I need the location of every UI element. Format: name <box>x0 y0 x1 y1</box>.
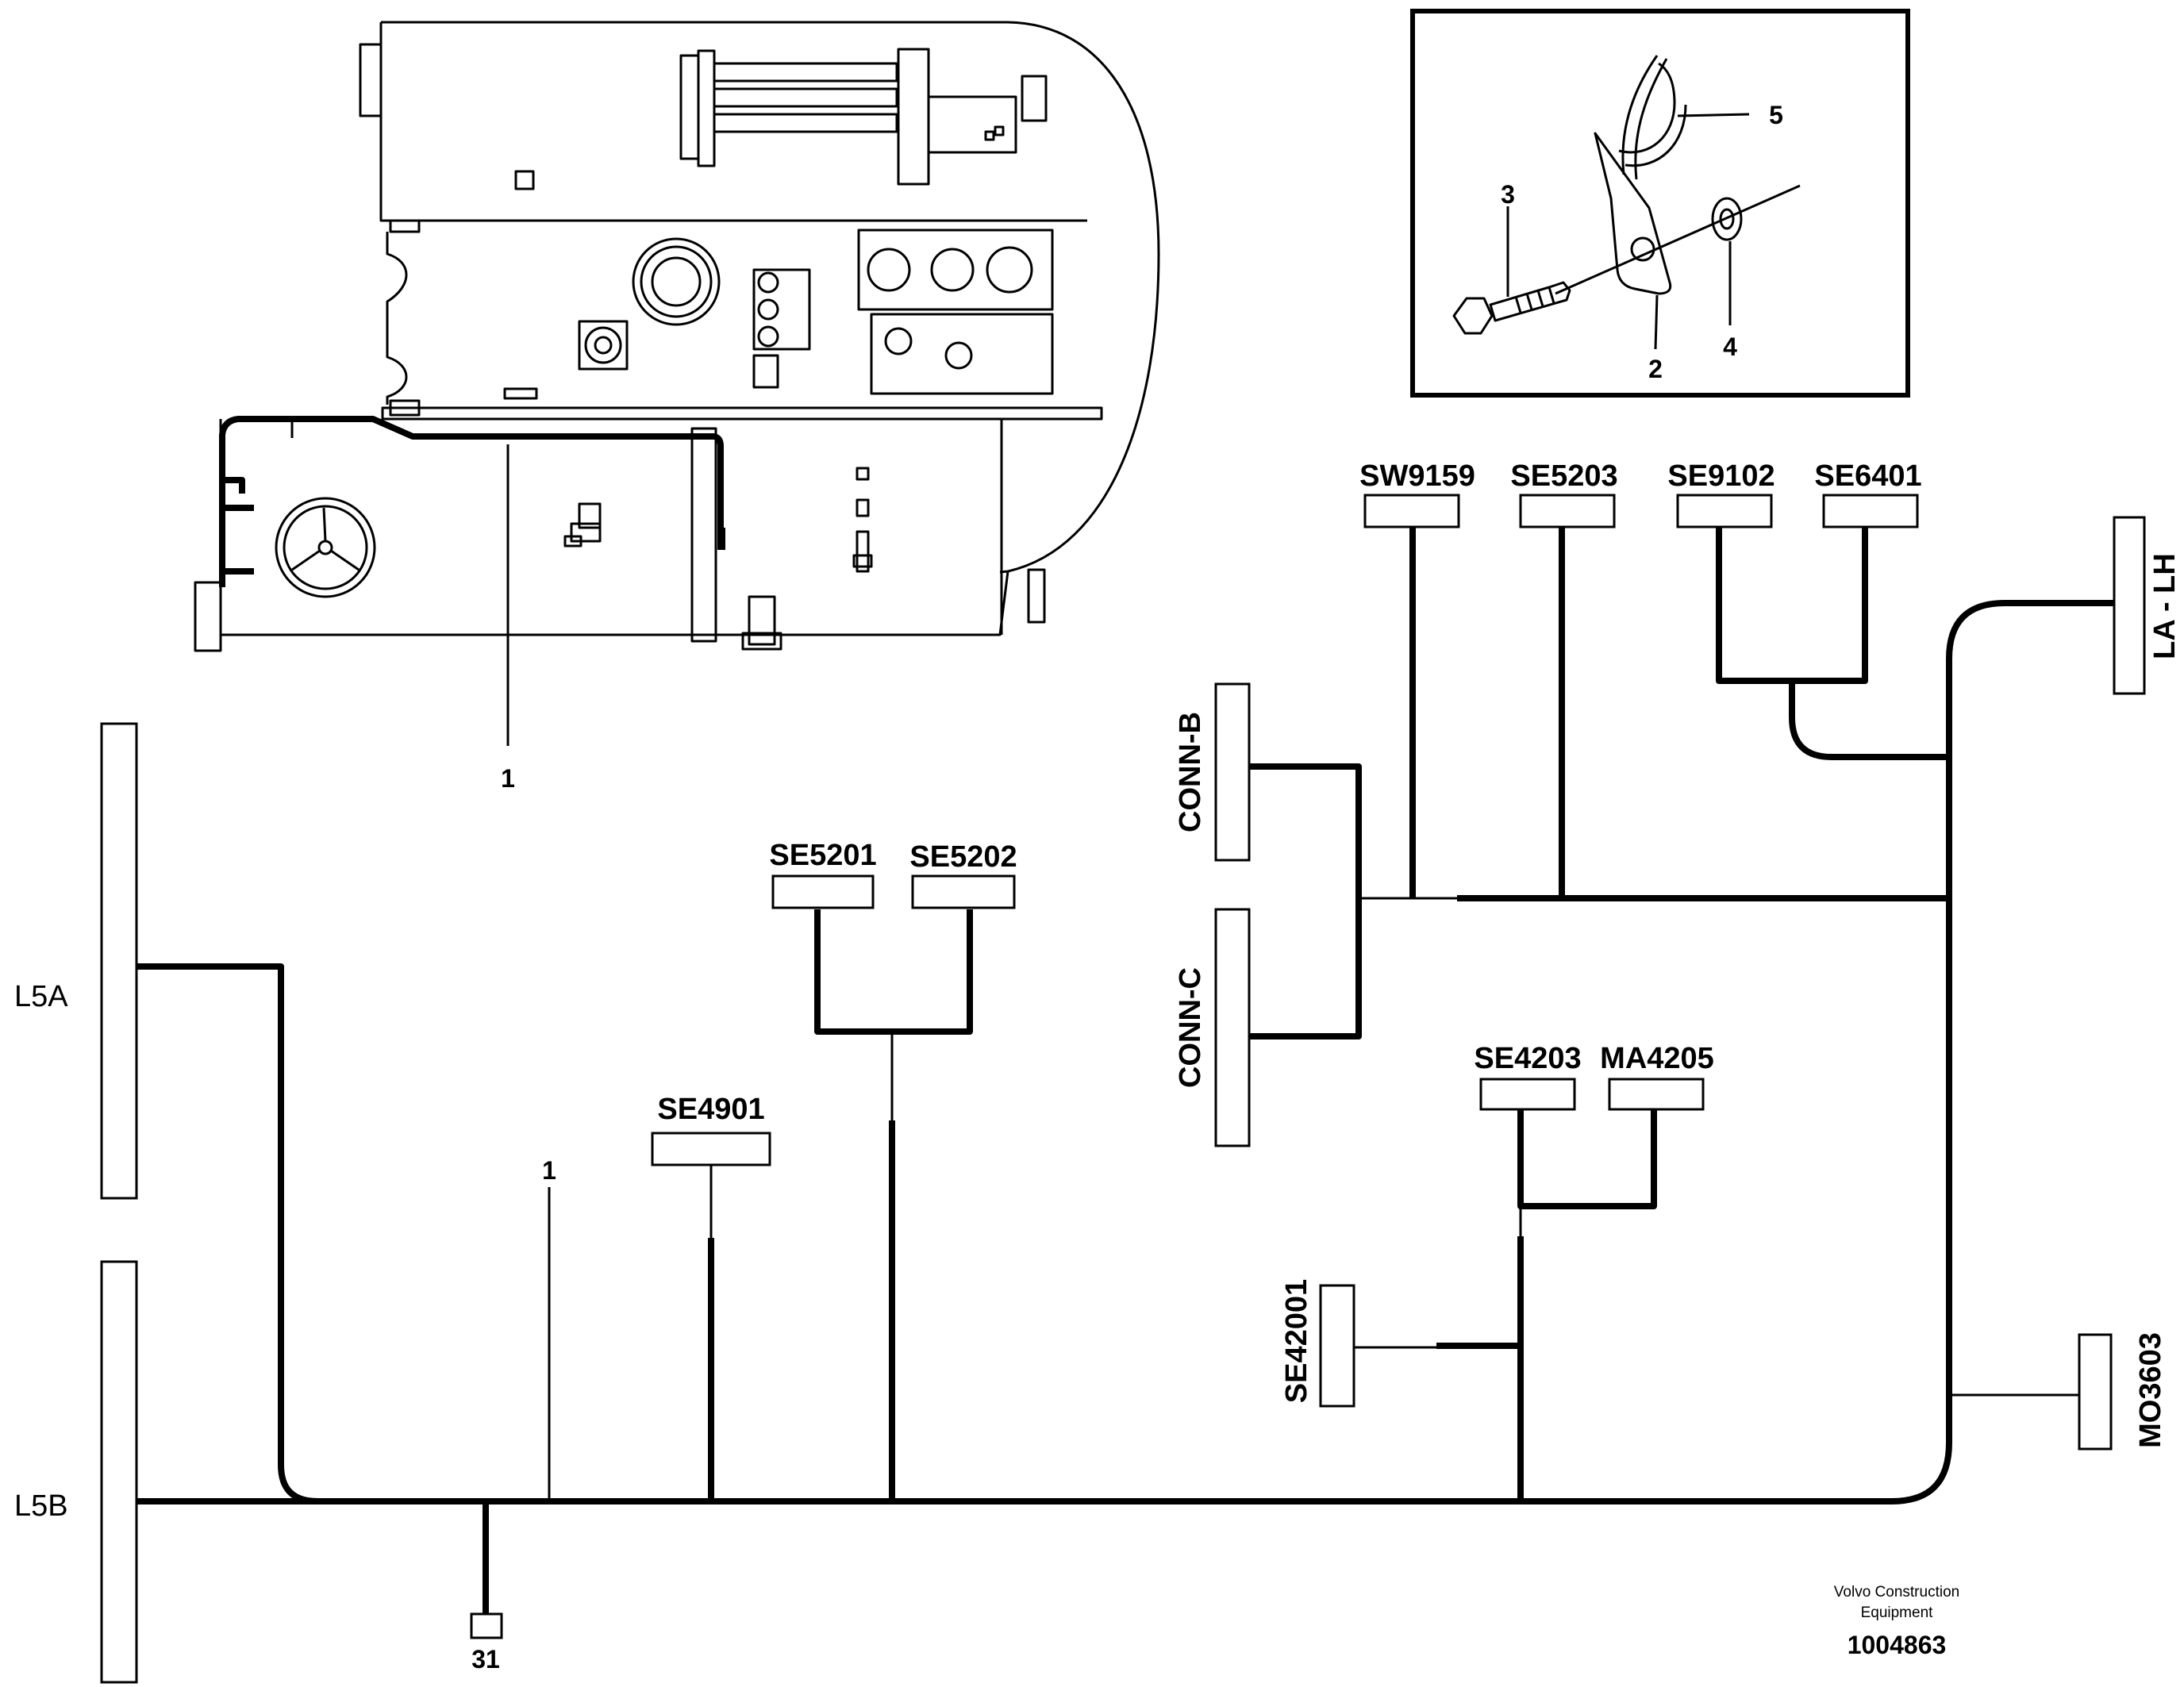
callout-3: 3 <box>1501 180 1515 209</box>
upper-mount-tab <box>389 219 421 233</box>
leader-5 <box>1677 113 1750 117</box>
machine-overview: 1 <box>194 21 1160 793</box>
label-l5a: L5A <box>14 980 68 1013</box>
label-conn-b: CONN-B <box>1174 712 1207 832</box>
footer-drawing-number: 1004863 <box>1848 1631 1947 1659</box>
cab-fitting <box>578 320 629 371</box>
connector-l5a <box>100 722 138 1200</box>
label-se9102: SE9102 <box>1667 459 1774 493</box>
callout-2: 2 <box>1648 355 1663 383</box>
connector-mo3603 <box>2078 1333 2113 1451</box>
cab-gauge-panel-lower <box>870 313 1054 395</box>
label-mo3603: MO3603 <box>2134 1332 2167 1448</box>
harness-branch-se4203-ma4205 <box>1517 1109 1657 1209</box>
footer-company-line1: Volvo Construction <box>1834 1584 1959 1601</box>
harness-branch-l5a <box>136 963 318 1504</box>
cab-small-clip <box>503 387 538 400</box>
callout-1-top: 1 <box>501 764 515 793</box>
upper-side-plate <box>359 43 383 117</box>
label-se4203: SE4203 <box>1474 1042 1581 1075</box>
label-conn-c: CONN-C <box>1174 967 1207 1088</box>
cab-floor-plate <box>381 406 1103 421</box>
connector-se6401 <box>1822 494 1919 528</box>
cab-gauge-inner <box>651 256 702 307</box>
harness-route-end <box>717 528 725 550</box>
harness-route-hook <box>224 477 245 494</box>
connector-l5b <box>100 1260 138 1684</box>
detail-washer <box>1711 197 1743 241</box>
label-la-lh: LA - LH <box>2148 553 2182 659</box>
footer-company-line2: Equipment <box>1861 1604 1934 1621</box>
connector-se5201 <box>771 874 875 909</box>
label-se5202: SE5202 <box>909 840 1017 874</box>
detail-bolt <box>1452 281 1571 335</box>
drawing-footer: Volvo Construction Equipment 1004863 <box>1834 1584 1959 1659</box>
harness-branch-conn-b <box>1249 763 1362 1039</box>
label-sw9159: SW9159 <box>1359 459 1475 493</box>
label-se5201: SE5201 <box>769 839 876 872</box>
label-se4901: SE4901 <box>657 1093 764 1126</box>
machine-upper-outline <box>381 21 1160 574</box>
harness-main-trunk <box>132 600 2114 1504</box>
harness-branch-se5201-5202 <box>814 909 973 1035</box>
detail-inset: 3 2 4 5 <box>1410 9 1910 398</box>
detail-frame <box>1410 9 1910 398</box>
harness-schematic: 1 L5A L5B 31 SE4901 SE5201 SE5202 CONN-B… <box>14 459 2182 1684</box>
label-se5203: SE5203 <box>1510 459 1617 493</box>
base-side-plate <box>194 581 222 652</box>
harness-branch-se9102-6401 <box>1716 525 1868 684</box>
base-outline <box>219 419 1009 636</box>
cab-left-contour <box>386 232 408 405</box>
detail-cable-tie <box>1618 55 1687 180</box>
upper-bolt <box>514 170 535 190</box>
base-sensor-stack <box>852 467 873 573</box>
connector-se5202 <box>911 874 1016 909</box>
connector-se42001 <box>1319 1284 1355 1408</box>
leader-2 <box>1654 294 1659 350</box>
cab-gauge-outer <box>632 237 721 326</box>
callout-4: 4 <box>1723 332 1737 361</box>
machine-upper-body <box>379 22 1087 222</box>
hydraulic-cylinder <box>679 48 1048 186</box>
connector-conn-c <box>1214 908 1251 1147</box>
connector-la-lh <box>2113 516 2146 695</box>
connector-31 <box>470 1612 503 1639</box>
base-switch <box>563 502 602 548</box>
base-side-tab <box>1027 568 1046 624</box>
callout-5: 5 <box>1769 101 1783 129</box>
connector-conn-b <box>1214 682 1251 862</box>
cab-gauge-mid <box>640 245 713 318</box>
base-valve <box>741 595 782 651</box>
connector-sw9159 <box>1363 494 1460 528</box>
callout-1-main: 1 <box>542 1156 556 1185</box>
connector-se4901 <box>651 1132 771 1166</box>
steering-wheel <box>275 497 376 598</box>
connector-se9102 <box>1676 494 1773 528</box>
harness-branch-se91-join <box>1789 681 1949 760</box>
connector-se5203 <box>1519 494 1616 528</box>
label-ma4205: MA4205 <box>1600 1042 1714 1075</box>
cab-switch-block <box>752 268 811 389</box>
label-se6401: SE6401 <box>1814 459 1921 493</box>
connector-ma4205 <box>1608 1078 1705 1111</box>
connector-se4203 <box>1479 1078 1576 1111</box>
label-l5b: L5B <box>14 1489 68 1523</box>
detail-axis-line <box>1555 184 1801 295</box>
cab-gauge-panel-upper <box>857 229 1054 311</box>
harness-route-top <box>219 416 724 587</box>
label-31: 31 <box>471 1645 500 1674</box>
label-se42001: SE42001 <box>1280 1279 1313 1403</box>
base-column <box>690 427 717 643</box>
